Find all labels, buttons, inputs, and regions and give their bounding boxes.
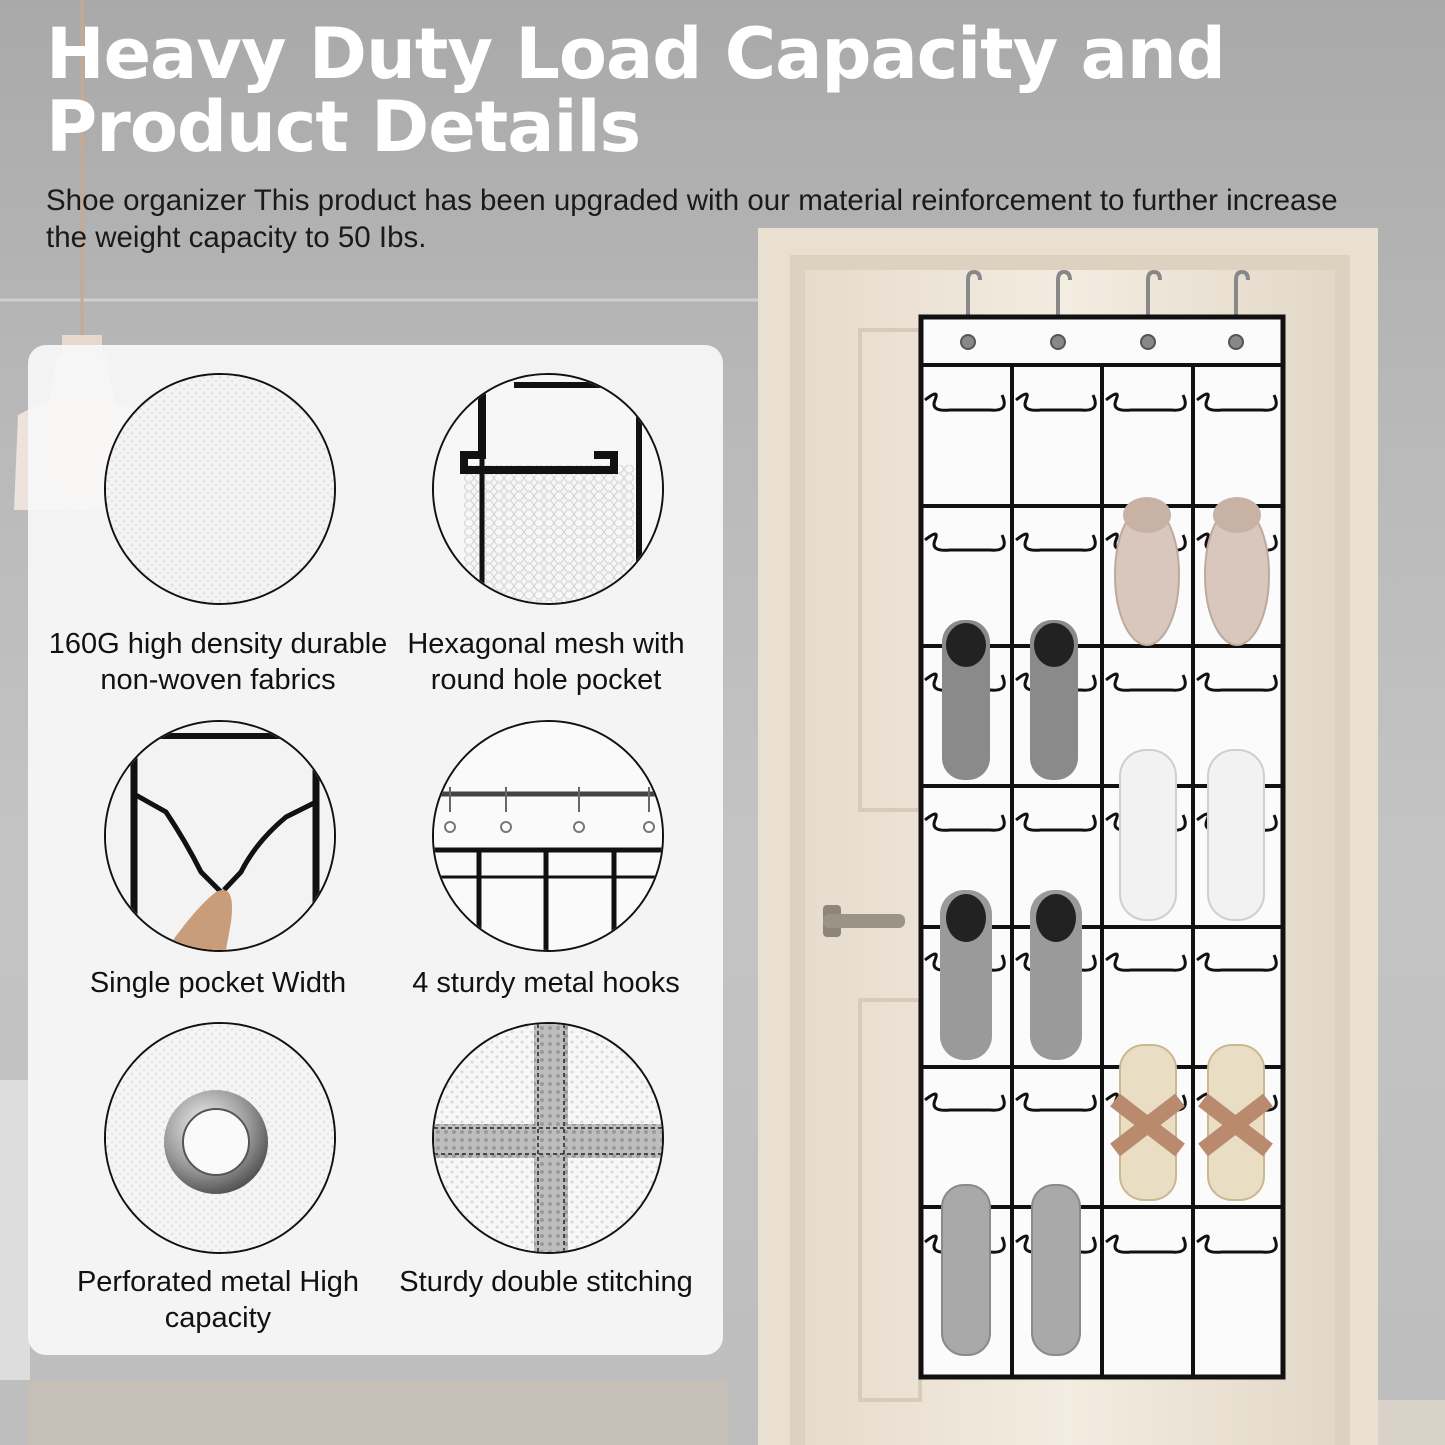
double-stitching-icon (432, 1022, 664, 1254)
metal-hooks-icon (432, 720, 664, 952)
feature-caption-stitching: Sturdy double stitching (399, 1266, 693, 1298)
feature-caption-grommet: Perforated metal High capacity (76, 1266, 360, 1334)
feature-caption-width: Single pocket Width (89, 967, 347, 999)
grey-sneakers (940, 890, 1082, 1060)
shoe-organizer-illustration (918, 270, 1286, 1380)
feature-caption-hooks: 4 sturdy metal hooks (412, 967, 680, 999)
pocket-width-icon (104, 720, 336, 952)
white-sneakers (1119, 749, 1265, 921)
product-description: Shoe organizer This product has been upg… (46, 184, 1338, 254)
silver-heels (941, 1184, 1081, 1356)
page-title: Heavy Duty Load Capacity and Product Det… (46, 13, 1226, 168)
feature-caption-mesh: Hexagonal mesh with round hole pocket (407, 628, 685, 696)
feature-caption-fabric: 160G high density durable non-woven fabr… (48, 628, 388, 696)
metal-grommet-icon (104, 1022, 336, 1254)
mesh-pocket-icon (432, 373, 664, 605)
fabric-texture-icon (104, 373, 336, 605)
sandals (1110, 1044, 1273, 1201)
slippers (1114, 504, 1270, 646)
ankle-boots (942, 620, 1078, 780)
